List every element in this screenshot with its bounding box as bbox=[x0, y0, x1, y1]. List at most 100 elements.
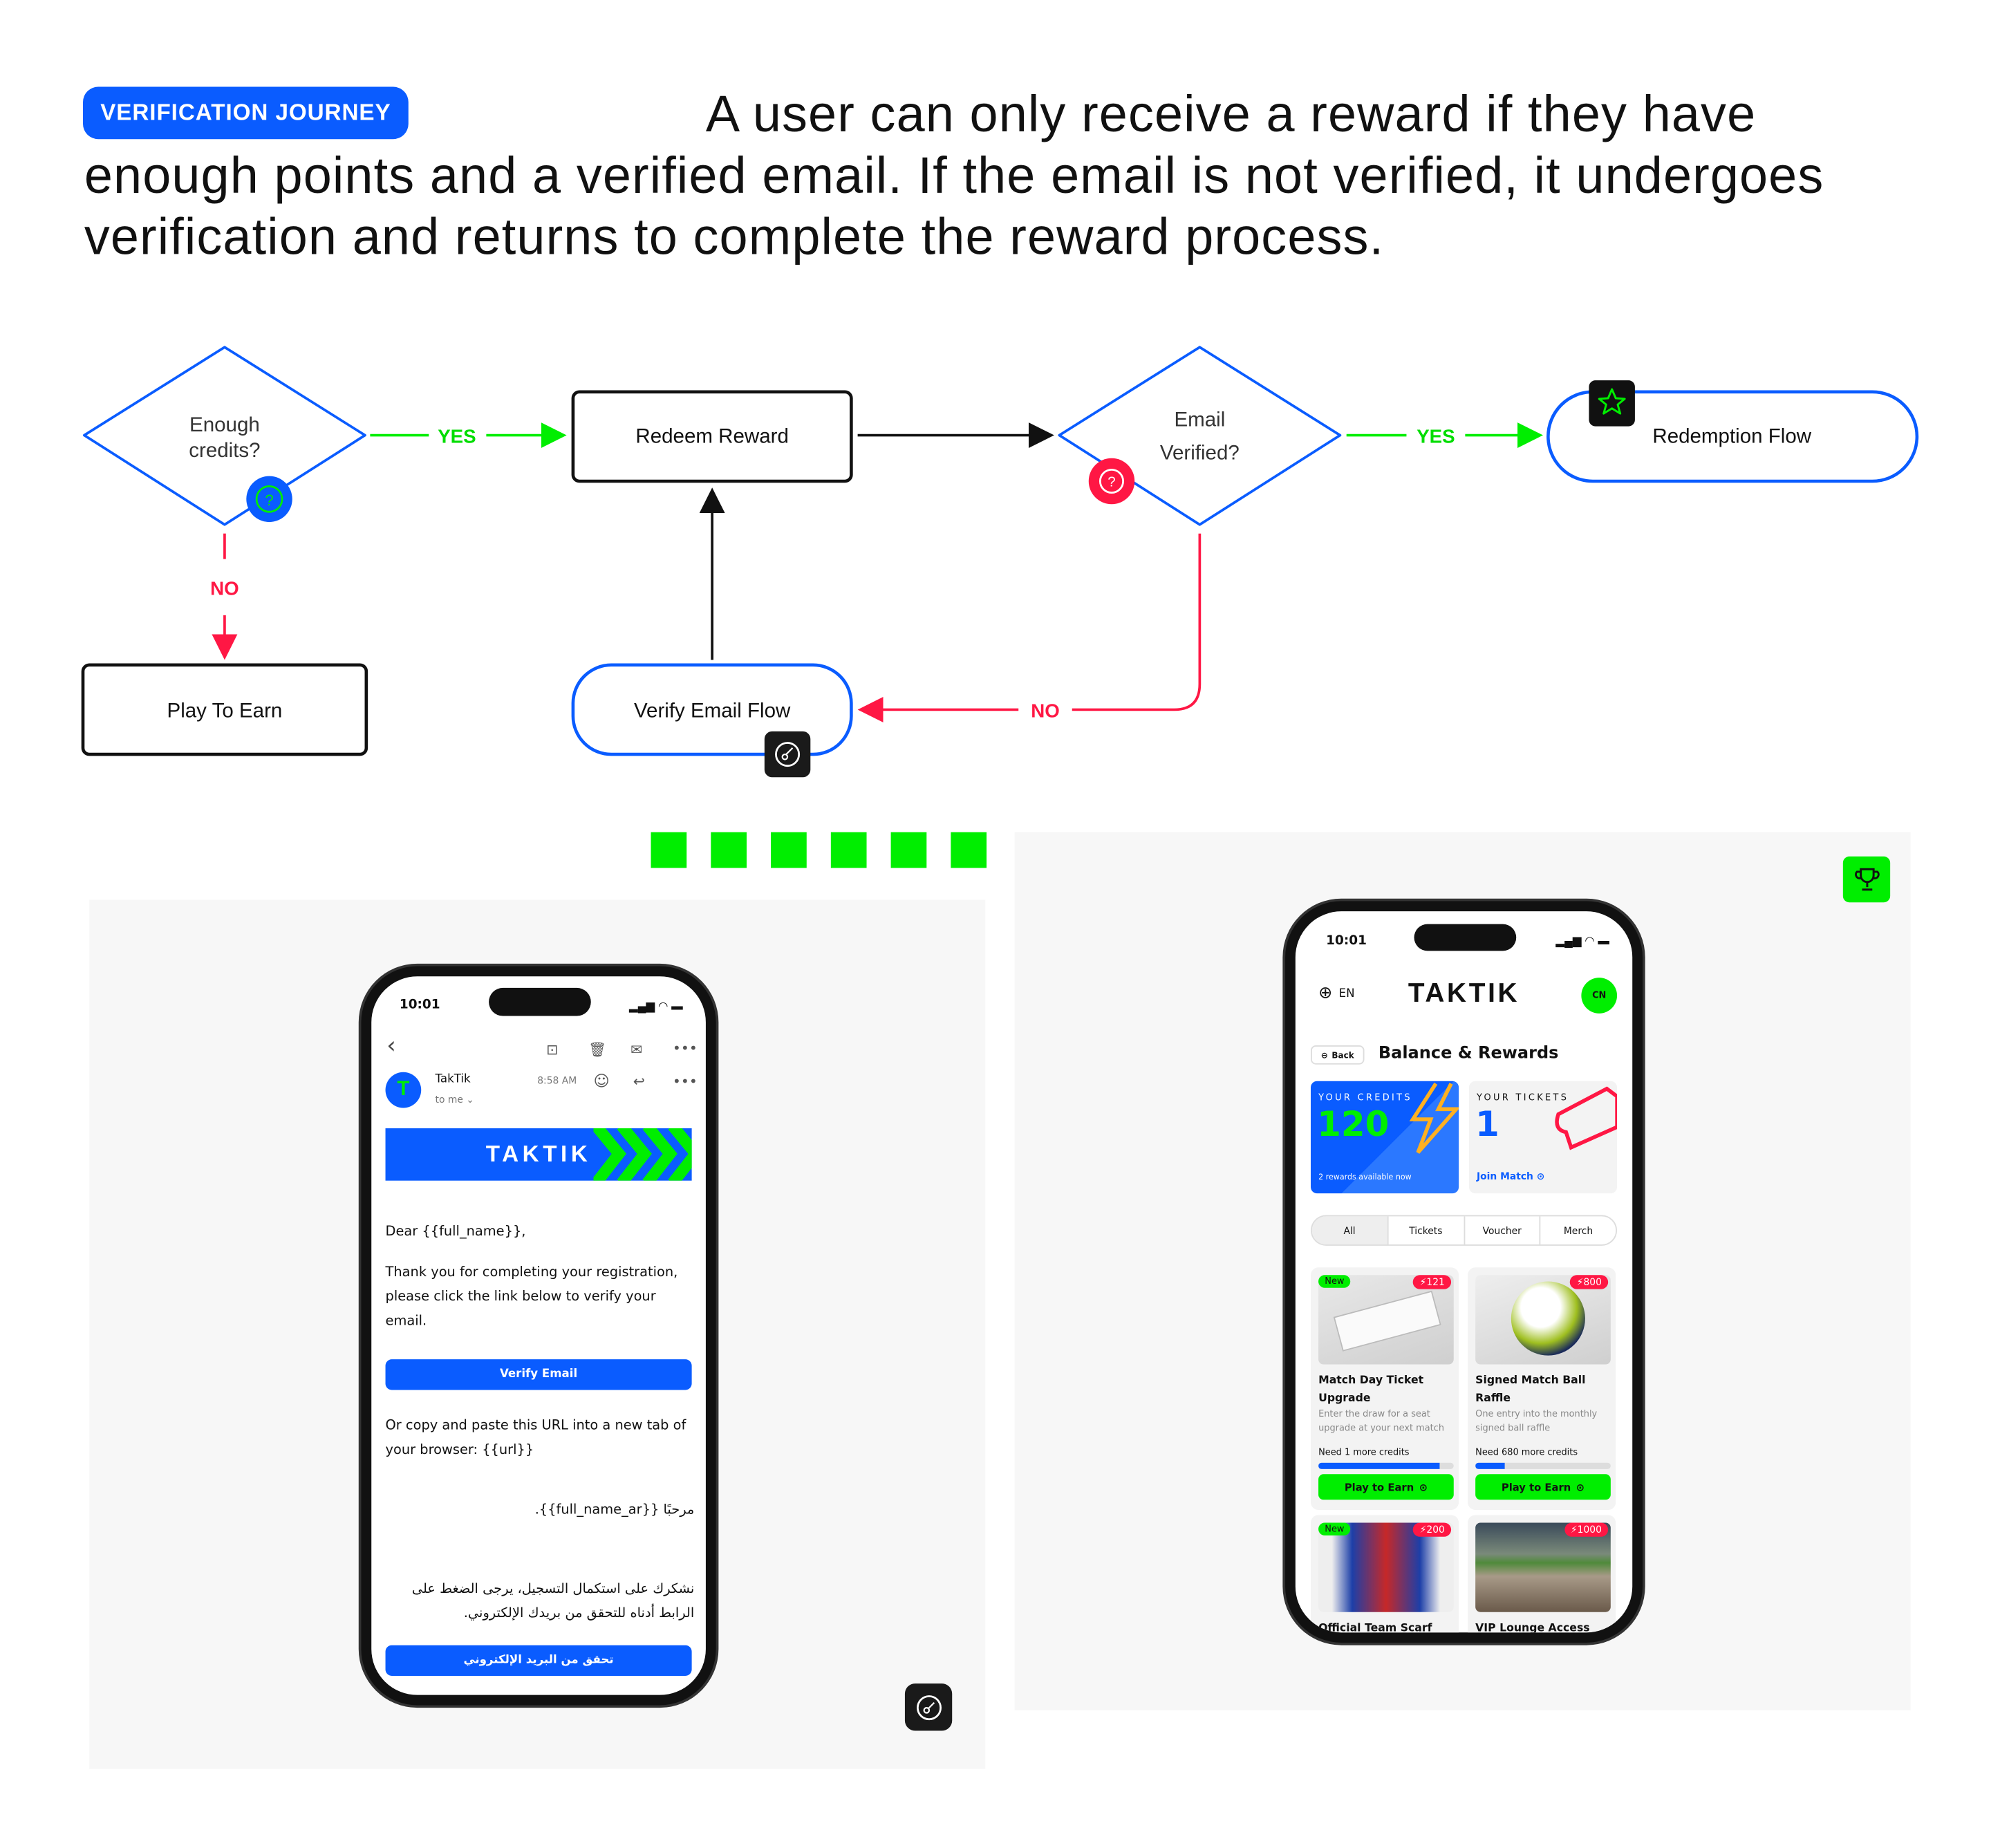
email-greeting: Dear {{full_name}}, bbox=[385, 1224, 526, 1240]
status-time: 10:01 bbox=[1326, 934, 1367, 949]
reward-title: Match Day Ticket Upgrade bbox=[1318, 1374, 1424, 1406]
sender-avatar: T bbox=[385, 1072, 422, 1108]
decor-square bbox=[711, 832, 747, 868]
help-icon: ? bbox=[1088, 458, 1135, 505]
new-badge: New bbox=[1318, 1275, 1351, 1288]
credits-card: YOUR CREDITS 120 2 rewards available now bbox=[1310, 1081, 1459, 1194]
svg-text:?: ? bbox=[265, 492, 273, 509]
no-label: NO bbox=[1031, 700, 1060, 722]
reward-title: Signed Match Ball Raffle bbox=[1475, 1374, 1586, 1406]
category-tabs: All Tickets Voucher Merch bbox=[1310, 1215, 1618, 1246]
lightning-graphic bbox=[1409, 1082, 1459, 1154]
redemption-flow-box bbox=[1546, 390, 1919, 483]
archive-icon[interactable]: ⊡ bbox=[546, 1041, 559, 1058]
decision-credits bbox=[82, 346, 366, 526]
play-to-earn-button[interactable]: Play to Earn⊙ bbox=[1318, 1474, 1454, 1500]
email-url-text: Or copy and paste this URL into a new ta… bbox=[385, 1418, 686, 1458]
no-label: NO bbox=[210, 577, 239, 599]
language-toggle[interactable]: EN bbox=[1338, 987, 1355, 1001]
decision-credits-line2: credits? bbox=[189, 439, 260, 462]
reward-need: Need 680 more credits bbox=[1475, 1447, 1578, 1458]
emoji-icon[interactable]: ☺ bbox=[593, 1072, 610, 1090]
decision-email-line1: Email bbox=[1174, 409, 1225, 431]
back-arrow-icon: ⊖ bbox=[1320, 1049, 1328, 1061]
user-avatar[interactable]: CN bbox=[1581, 978, 1618, 1014]
ticket-graphic bbox=[1555, 1086, 1618, 1150]
verify-email-flow-label: Verify Email Flow bbox=[634, 700, 791, 722]
email-body: Thank you for completing your registrati… bbox=[385, 1264, 678, 1329]
play-to-earn-label: Play To Earn bbox=[167, 700, 283, 722]
chevrons-graphic bbox=[593, 1128, 692, 1181]
redemption-flow-label: Redemption Flow bbox=[1652, 425, 1811, 448]
tab-all[interactable]: All bbox=[1311, 1216, 1387, 1244]
headline-text: A user can only receive a reward if they… bbox=[84, 86, 1824, 265]
back-icon[interactable]: ‹ bbox=[386, 1032, 396, 1060]
decision-email-line2: Verified? bbox=[1160, 442, 1240, 465]
reward-card[interactable]: ⚡1000 VIP Lounge Access bbox=[1468, 1515, 1616, 1635]
sender-name: TakTik bbox=[435, 1073, 471, 1087]
mark-unread-icon[interactable]: ✉ bbox=[630, 1041, 643, 1058]
cost-badge: ⚡200 bbox=[1413, 1522, 1452, 1537]
reply-icon[interactable]: ↩ bbox=[633, 1073, 645, 1090]
reward-title: VIP Lounge Access bbox=[1475, 1622, 1590, 1635]
flow-diagram: Enough credits? ? YES Redeem Reward Emai… bbox=[81, 346, 1919, 778]
status-icons: ▂▄▆ ◠ ▬ bbox=[1555, 934, 1609, 947]
key-reset-icon bbox=[764, 731, 811, 778]
page-title: Balance & Rewards bbox=[1378, 1044, 1559, 1063]
email-phone: 10:01 ▂▄▆ ◠ ▬ ‹ ⊡ 🗑︎ ✉ ••• T TakTik to m… bbox=[361, 966, 716, 1706]
back-button[interactable]: ⊖Back bbox=[1310, 1045, 1365, 1065]
verify-email-button[interactable]: Verify Email bbox=[385, 1359, 692, 1390]
decor-square bbox=[771, 832, 807, 868]
reward-image bbox=[1475, 1522, 1611, 1612]
trophy-icon bbox=[1842, 856, 1891, 903]
cost-badge: ⚡121 bbox=[1413, 1275, 1452, 1289]
app-phone: 10:01 ▂▄▆ ◠ ▬ ⊕ EN TAKTIK CN ⊖Back Balan… bbox=[1285, 901, 1643, 1643]
join-match-label: Join Match bbox=[1476, 1170, 1533, 1182]
decision-credits-line1: Enough bbox=[189, 413, 260, 436]
decor-square bbox=[951, 832, 987, 868]
banner-brand: TAKTIK bbox=[485, 1141, 592, 1167]
email-greeting-ar: مرحبًا {{full_name_ar}}. bbox=[534, 1502, 695, 1518]
join-match-link[interactable]: Join Match ⊙ bbox=[1477, 1170, 1544, 1182]
key-reset-icon bbox=[904, 1683, 953, 1731]
reward-image bbox=[1318, 1275, 1454, 1365]
progress-bar bbox=[1475, 1462, 1611, 1469]
tab-voucher[interactable]: Voucher bbox=[1463, 1216, 1540, 1244]
reward-image bbox=[1475, 1275, 1611, 1365]
dynamic-island bbox=[1414, 924, 1517, 951]
ticket-image bbox=[1333, 1290, 1441, 1352]
tab-merch[interactable]: Merch bbox=[1539, 1216, 1616, 1244]
credits-value: 120 bbox=[1317, 1105, 1390, 1145]
cost-badge: ⚡1000 bbox=[1564, 1522, 1609, 1537]
more-icon[interactable]: ••• bbox=[672, 1040, 698, 1057]
reward-card[interactable]: ⚡800 Signed Match Ball Raffle One entry … bbox=[1468, 1267, 1616, 1510]
decor-square bbox=[651, 832, 687, 868]
cost-badge: ⚡800 bbox=[1570, 1275, 1609, 1289]
globe-icon[interactable]: ⊕ bbox=[1318, 984, 1333, 1004]
tickets-label: YOUR TICKETS bbox=[1476, 1092, 1569, 1103]
email-banner: TAKTIK bbox=[385, 1128, 692, 1181]
reward-image bbox=[1318, 1522, 1454, 1612]
dynamic-island bbox=[489, 987, 591, 1016]
arrow-right-icon: ⊙ bbox=[1419, 1481, 1428, 1493]
yes-label: YES bbox=[1417, 426, 1455, 447]
verify-email-button-ar[interactable]: تحقق من البريد الإلكتروني bbox=[385, 1645, 692, 1676]
reward-need: Need 1 more credits bbox=[1318, 1447, 1410, 1458]
headline: A user can only receive a reward if they… bbox=[84, 84, 1897, 268]
credits-label: YOUR CREDITS bbox=[1318, 1092, 1412, 1103]
recipient[interactable]: to me ⌄ bbox=[435, 1094, 474, 1105]
trash-icon[interactable]: 🗑︎ bbox=[588, 1041, 606, 1058]
decor-square bbox=[890, 832, 927, 868]
decor-square bbox=[830, 832, 867, 868]
tickets-value: 1 bbox=[1475, 1105, 1499, 1145]
more-icon[interactable]: ••• bbox=[672, 1073, 698, 1090]
arrow-right-icon: ⊙ bbox=[1576, 1481, 1585, 1493]
play-to-earn-button[interactable]: Play to Earn⊙ bbox=[1475, 1474, 1611, 1500]
reward-card[interactable]: New ⚡121 Match Day Ticket Upgrade Enter … bbox=[1310, 1267, 1459, 1510]
tab-tickets[interactable]: Tickets bbox=[1387, 1216, 1463, 1244]
progress-bar bbox=[1318, 1462, 1454, 1469]
email-body-ar: نشكرك على استكمال التسجيل، يرجى الضغط عل… bbox=[411, 1581, 695, 1621]
ball-image bbox=[1511, 1281, 1585, 1356]
tickets-card: YOUR TICKETS 1 Join Match ⊙ bbox=[1468, 1081, 1618, 1194]
reward-card[interactable]: New ⚡200 Official Team Scarf bbox=[1310, 1515, 1459, 1633]
